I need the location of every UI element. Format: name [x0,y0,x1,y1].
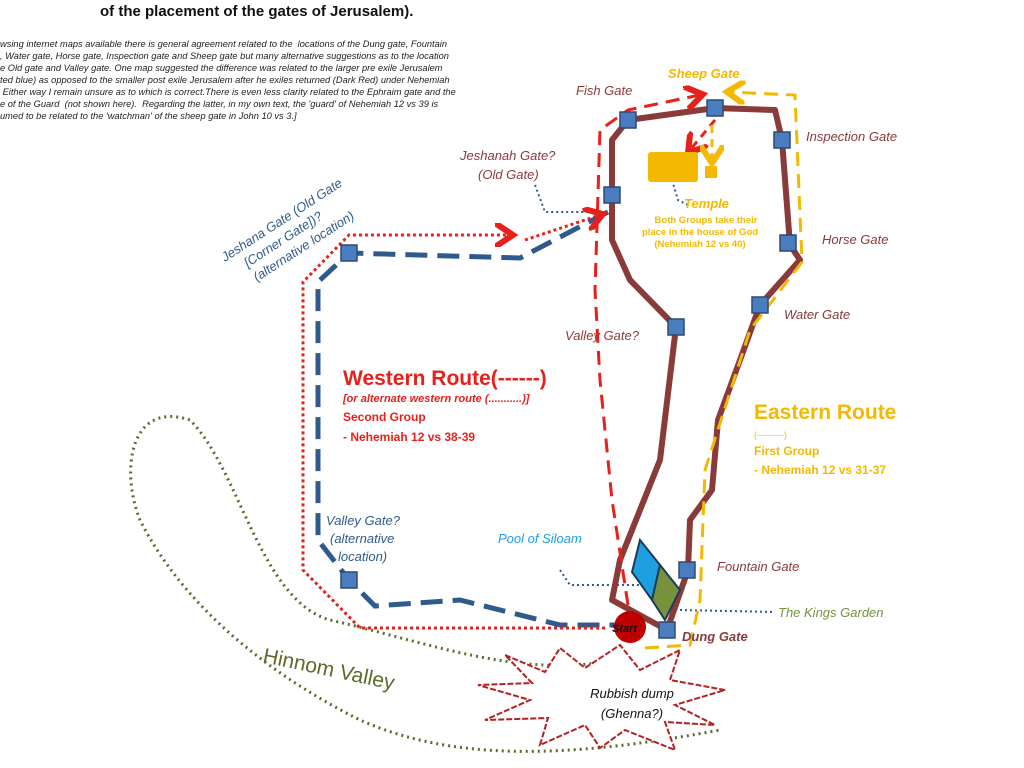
label-kings-garden: The Kings Garden [778,605,884,620]
start-marker [614,611,646,643]
temple-line: place in the house of God [642,227,758,238]
label-valley-alt: Valley Gate? [326,513,401,528]
pool-leader [559,569,640,586]
temple-line: (Nehemiah 12 vs 40) [654,239,745,250]
label-inspection-gate: Inspection Gate [806,129,897,144]
paragraph-line: umed to be related to the 'watchman' of … [0,111,297,121]
label-rubbish-dump: Rubbish dump [590,686,674,701]
label-old-gate: (Old Gate) [478,167,539,182]
diagram-title: of the placement of the gates of Jerusal… [100,3,414,20]
paragraph-line: Either way I remain unsure as to which i… [0,87,456,97]
paragraph-line: e Old gate and Valley gate. One map sugg… [0,63,443,73]
label-horse-gate: Horse Gate [822,232,888,247]
paragraph-line: wsing internet maps available there is g… [0,39,448,49]
gate-valley-alt [340,571,358,589]
gate-inspection [773,131,791,149]
label-start: Start [612,623,638,635]
gate-dung [658,621,676,639]
gate-horse [779,234,797,252]
western-route-group: Second Group [343,410,426,424]
label-jeshanah-gate: Jeshanah Gate? [459,148,556,163]
eastern-route [644,92,804,650]
western-route-main [593,95,700,606]
gate-fish [619,111,637,129]
western-route-alternate [301,235,605,630]
label-hinnom-valley: Hinnom Valley [261,644,397,694]
western-route-alt: [or alternate western route (...........… [342,393,530,405]
gate-fountain [678,561,696,579]
gate-valley [667,318,685,336]
gate-sheep [706,99,724,117]
western-route-alt-join [524,215,600,242]
rubbish-dump-shape [477,643,726,752]
label-dung-gate: Dung Gate [682,629,748,644]
eastern-route-ref: - Nehemiah 12 vs 31-37 [754,463,886,477]
label-fountain-gate: Fountain Gate [717,559,799,574]
label-water-gate: Water Gate [784,307,850,322]
paragraph-line: , Water gate, Horse gate, Inspection gat… [0,51,449,61]
gate-markers [340,99,797,639]
gate-jeshana-alt [340,244,358,262]
label-fish-gate: Fish Gate [576,83,632,98]
paragraph-line: e of the Guard (not shown here). Regardi… [0,99,439,109]
intro-paragraph: wsing internet maps available there is g… [0,38,560,122]
label-valley-alt-3: location) [338,549,387,564]
temple-altar [705,166,717,178]
paragraph-line: ted blue) as opposed to the smaller post… [0,75,450,85]
label-sheep-gate: Sheep Gate [668,66,740,81]
gate-water [751,296,769,314]
temple-shape [648,152,698,182]
label-pool-of-siloam: Pool of Siloam [498,531,582,546]
garden-leader [679,609,776,613]
temple-title: Temple [684,196,729,211]
label-ghenna: (Ghenna?) [601,706,663,721]
western-route-ref: - Nehemiah 12 vs 38-39 [343,430,475,444]
eastern-route-dash: (---------) [754,430,787,440]
gate-old [603,186,621,204]
pre-exile-wall-route [315,209,615,628]
eastern-route-title: Eastern Route [754,401,896,424]
post-exile-wall [609,105,803,633]
label-valley-alt-2: (alternative [330,531,394,546]
temple-line: Both Groups take their [655,215,758,226]
old-gate-leader [534,184,605,213]
eastern-route-group: First Group [754,444,819,458]
western-route-title: Western Route(------) [343,367,547,390]
temple-leader [671,179,691,207]
label-valley-gate: Valley Gate? [565,328,640,343]
kings-garden-shape [650,562,682,623]
